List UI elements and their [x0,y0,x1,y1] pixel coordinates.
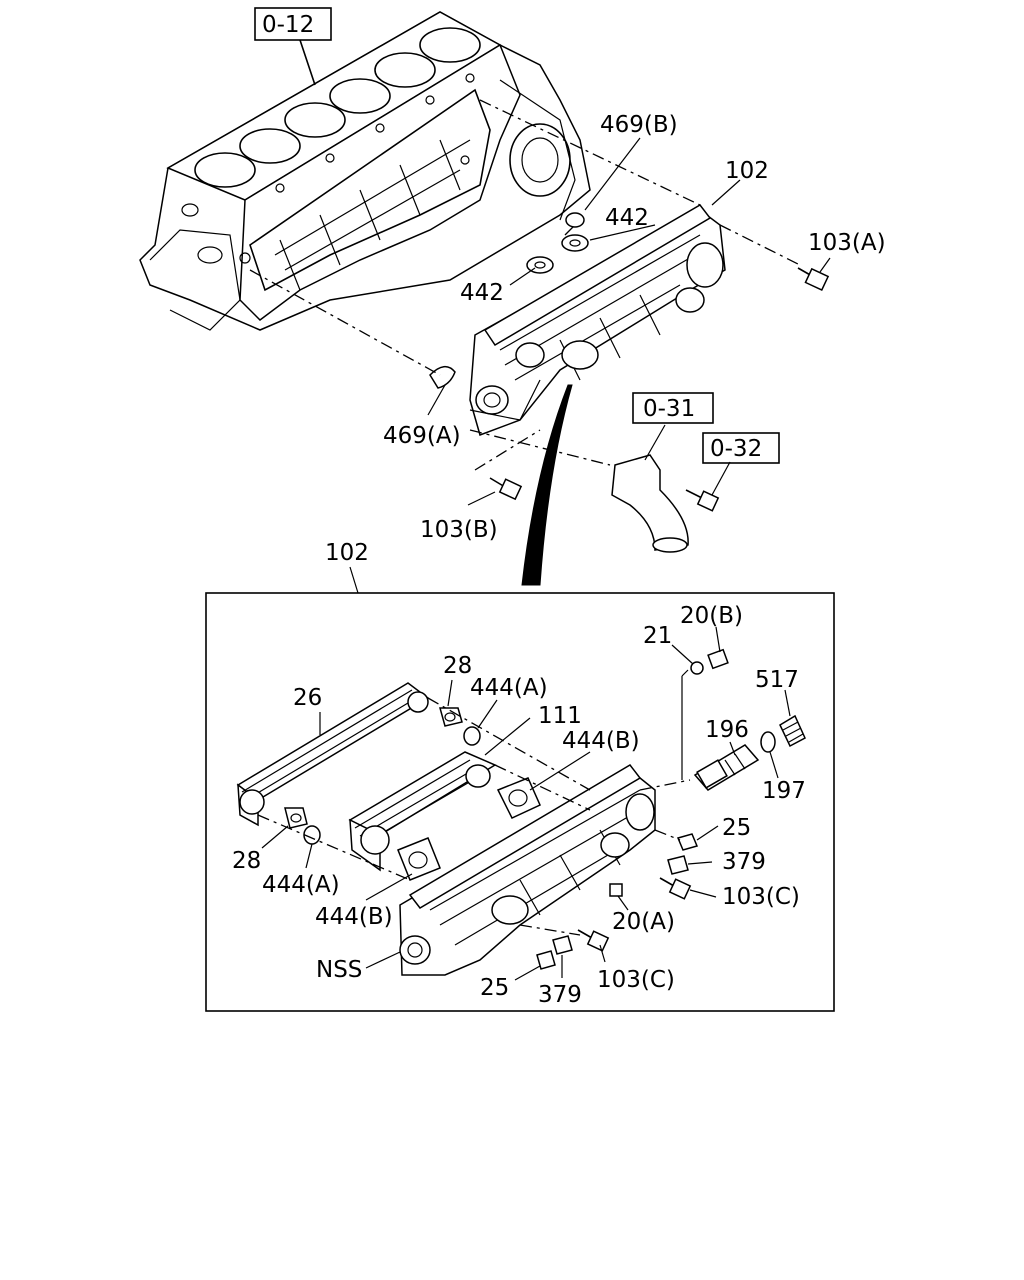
gasket-444b-top[interactable] [496,777,541,819]
nut-379-right[interactable] [667,855,689,875]
oil-cooler-housing[interactable] [399,764,656,976]
engine-block [139,11,591,331]
oring-444a-top[interactable] [463,726,481,746]
gasket-28-bottom[interactable] [284,807,308,829]
plug-20b[interactable] [707,648,729,670]
reference-box-0-31[interactable]: 0-31 [632,392,714,424]
label-442-lower: 442 [460,280,504,306]
gasket-444b-bottom[interactable] [397,837,441,881]
bolt-103a[interactable] [797,267,830,292]
label-379-right: 379 [722,849,766,875]
label-102-top: 102 [725,158,769,184]
oring-197[interactable] [760,731,776,753]
label-444b-bottom: 444(B) [315,904,393,930]
label-469b: 469(B) [600,112,678,138]
label-26: 26 [293,685,322,711]
label-20b: 20(B) [680,603,743,629]
gasket-469a[interactable] [429,366,456,389]
bolt-103c-bottom[interactable] [577,929,610,952]
label-111: 111 [538,703,582,729]
label-517: 517 [755,667,799,693]
reference-label: 0-12 [262,12,314,38]
label-28-top: 28 [443,653,472,679]
bolt-0-32[interactable] [685,489,720,512]
oring-21[interactable] [690,661,704,675]
label-196: 196 [705,717,749,743]
bolt-103c-right[interactable] [659,877,692,900]
cooler-element-26[interactable] [236,682,430,827]
reference-box-0-12[interactable]: 0-12 [254,7,332,41]
label-28-bottom: 28 [232,848,261,874]
nut-25-bottom[interactable] [536,950,556,970]
nut-379-bottom[interactable] [552,935,573,955]
bolt-103b[interactable] [489,477,523,501]
label-103b: 103(B) [420,517,498,543]
label-197: 197 [762,778,806,804]
valve-196[interactable] [693,744,760,791]
label-21: 21 [643,623,672,649]
label-nss: NSS [316,957,362,983]
label-444a-top: 444(A) [470,675,548,701]
plug-20a[interactable] [609,883,623,897]
label-25-right: 25 [722,815,751,841]
reference-box-0-32[interactable]: 0-32 [702,432,780,464]
oil-cooler-assembly [469,204,726,436]
detail-frame [205,592,835,1012]
label-444a-bottom: 444(A) [262,872,340,898]
gasket-28-top[interactable] [439,707,463,727]
label-469a: 469(A) [383,423,461,449]
plug-517[interactable] [779,714,806,748]
water-pipe[interactable] [611,454,689,553]
label-25-bottom: 25 [480,975,509,1001]
gasket-469b[interactable] [565,212,585,228]
detail-arrow [521,384,573,586]
label-444b-top: 444(B) [562,728,640,754]
label-20a: 20(A) [612,909,675,935]
label-102-detail: 102 [325,540,369,566]
label-103a: 103(A) [808,230,886,256]
gasket-442-upper[interactable] [561,234,589,252]
label-103c-bottom: 103(C) [597,967,675,993]
label-442-upper: 442 [605,205,649,231]
nut-25-right[interactable] [676,833,699,851]
label-103c-right: 103(C) [722,884,800,910]
reference-label: 0-32 [710,436,762,462]
label-379-bottom: 379 [538,982,582,1008]
reference-label: 0-31 [643,396,695,422]
